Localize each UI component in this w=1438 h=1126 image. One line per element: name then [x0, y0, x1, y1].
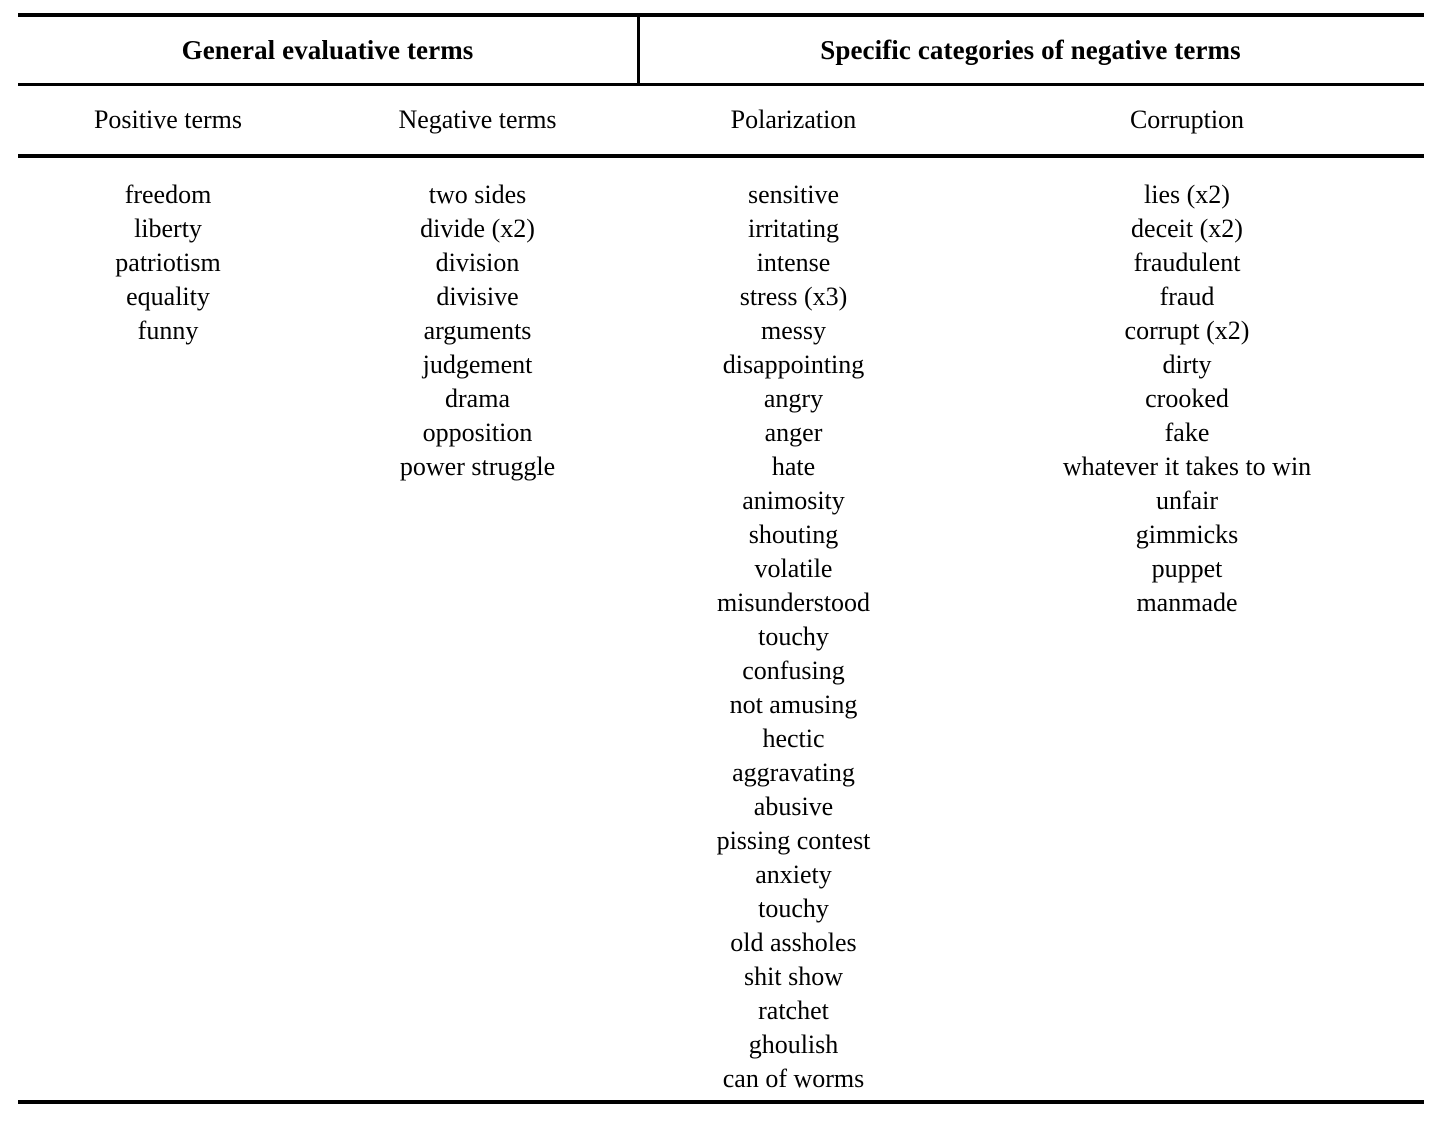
- term-item: anger: [764, 418, 823, 447]
- term-item: divide (x2): [420, 214, 535, 243]
- term-item: drama: [445, 384, 510, 413]
- term-item: corrupt (x2): [1124, 316, 1250, 345]
- term-item: dirty: [1162, 350, 1212, 379]
- term-item: anxiety: [755, 860, 832, 889]
- table-top-rule: [18, 13, 1424, 17]
- term-item: deceit (x2): [1131, 214, 1243, 243]
- term-item: ratchet: [758, 996, 829, 1025]
- term-item: division: [435, 248, 520, 277]
- term-item: crooked: [1145, 384, 1229, 413]
- term-item: manmade: [1136, 588, 1238, 617]
- term-item: intense: [756, 248, 831, 277]
- table-bottom-rule: [18, 1100, 1424, 1104]
- term-item: hate: [771, 452, 816, 481]
- term-item: angry: [763, 384, 824, 413]
- term-item: gimmicks: [1135, 520, 1239, 549]
- column-header-corruption: Corruption: [1129, 105, 1245, 134]
- term-item: two sides: [428, 180, 527, 209]
- term-item: abusive: [753, 792, 834, 821]
- term-item: irritating: [748, 214, 839, 243]
- term-item: fake: [1164, 418, 1210, 447]
- term-item: puppet: [1151, 554, 1223, 583]
- column-header-polarization: Polarization: [730, 105, 857, 134]
- column-corruption: lies (x2) deceit (x2) fraudulent fraud corru…: [950, 178, 1424, 1100]
- terms-table: General evaluative terms Specific catego…: [18, 13, 1424, 1104]
- term-item: judgement: [422, 350, 533, 379]
- column-polarization: sensitive irritating intense stress (x3) mes…: [637, 178, 950, 1100]
- term-item: disappointing: [722, 350, 865, 379]
- term-item: power struggle: [399, 452, 556, 481]
- group-header-general-evaluative-terms: General evaluative terms: [181, 34, 474, 65]
- term-item: lies (x2): [1144, 180, 1230, 209]
- column-header-negative-terms: Negative terms: [398, 105, 557, 134]
- term-item: shit show: [744, 962, 843, 991]
- term-item: ghoulish: [748, 1030, 839, 1059]
- term-item: patriotism: [115, 248, 221, 277]
- group-header-row: General evaluative terms Specific catego…: [18, 17, 1424, 83]
- term-item: fraud: [1159, 282, 1215, 311]
- term-item: old assholes: [730, 928, 857, 957]
- column-header-row: Positive terms Negative terms Polarizati…: [18, 86, 1424, 154]
- term-item: shouting: [748, 520, 839, 549]
- term-item: not amusing: [729, 690, 858, 719]
- column-negative-terms: two sides divide (x2) division divisive argu…: [318, 178, 637, 1100]
- term-item: arguments: [423, 316, 532, 345]
- term-item: divisive: [436, 282, 519, 311]
- term-item: confusing: [742, 656, 845, 685]
- column-header-positive-terms: Positive terms: [93, 105, 243, 134]
- term-item: animosity: [742, 486, 845, 515]
- term-item: pissing contest: [716, 826, 871, 855]
- term-item: touchy: [758, 894, 829, 923]
- term-item: liberty: [134, 214, 202, 243]
- term-item: equality: [126, 282, 210, 311]
- term-item: messy: [761, 316, 826, 345]
- group-header-specific-negative-terms: Specific categories of negative terms: [820, 34, 1241, 65]
- term-item: hectic: [762, 724, 825, 753]
- term-item: fraudulent: [1133, 248, 1241, 277]
- term-item: can of worms: [722, 1064, 865, 1093]
- term-item: sensitive: [748, 180, 839, 209]
- term-item: opposition: [422, 418, 533, 447]
- header-vertical-divider: [637, 17, 640, 83]
- table-mid-rule: [18, 83, 1424, 86]
- term-item: aggravating: [732, 758, 855, 787]
- term-item: whatever it takes to win: [1062, 452, 1312, 481]
- term-item: unfair: [1155, 486, 1219, 515]
- term-item: misunderstood: [716, 588, 871, 617]
- column-positive-terms: freedom liberty patriotism equality funny: [18, 178, 318, 1100]
- term-item: volatile: [754, 554, 833, 583]
- table-body: freedom liberty patriotism equality funny tw…: [18, 158, 1424, 1100]
- term-item: freedom: [124, 180, 212, 209]
- term-item: funny: [137, 316, 199, 345]
- term-item: stress (x3): [739, 282, 848, 311]
- term-item: touchy: [758, 622, 829, 651]
- table-header-rule: [18, 154, 1424, 158]
